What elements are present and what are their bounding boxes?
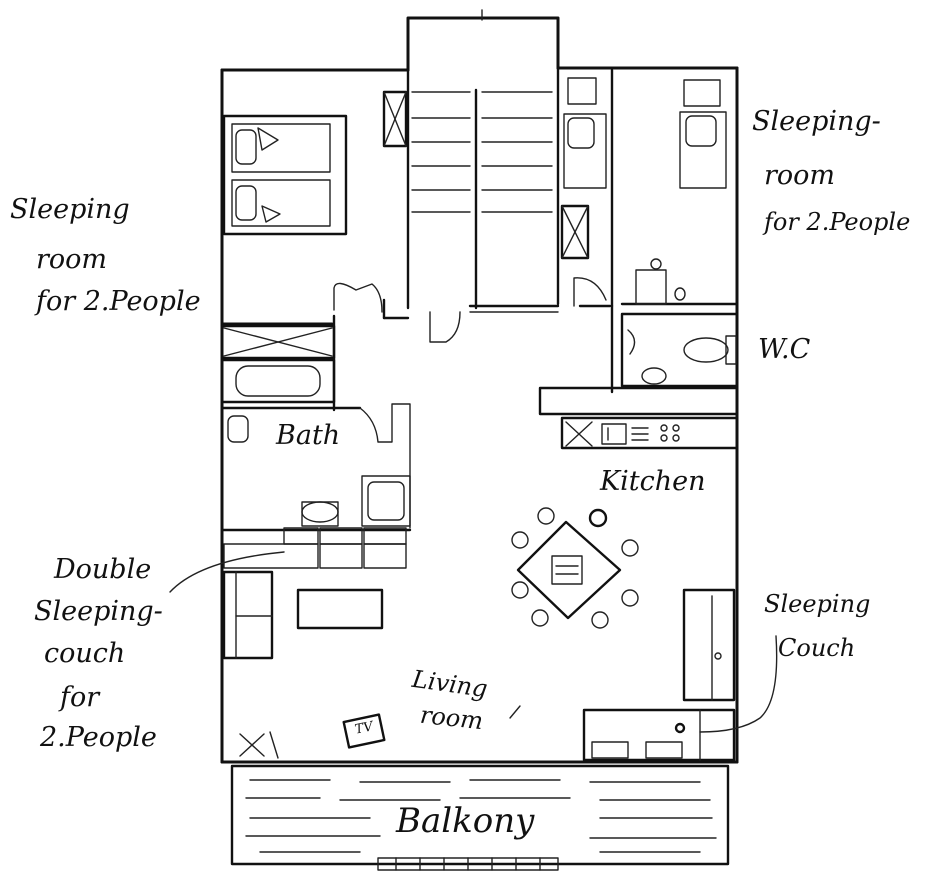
label-sleeping-right-1: Sleeping- <box>752 106 881 137</box>
label-double-couch-2: Sleeping- <box>34 596 163 627</box>
label-sleeping-couch-2: Couch <box>778 634 856 662</box>
label-sleeping-left-2: room <box>36 244 108 275</box>
kitchen-counter <box>538 386 739 450</box>
label-bath: Bath <box>276 420 341 451</box>
label-sleeping-right-3: for 2.People <box>764 208 911 236</box>
living-furniture <box>222 507 736 762</box>
wc-room <box>620 258 739 388</box>
label-balcony: Balkony <box>396 801 535 841</box>
closet-right <box>560 204 590 260</box>
bedroom-left <box>220 114 410 326</box>
closet-left <box>382 90 408 148</box>
balcony <box>230 764 730 871</box>
label-sleeping-right-2: room <box>764 160 836 191</box>
label-double-couch-4: for <box>60 682 100 713</box>
label-sleeping-left-3: for 2.People <box>36 286 201 317</box>
leader-lines <box>169 551 778 733</box>
staircase <box>406 16 560 313</box>
label-living-room-2: room <box>418 700 485 736</box>
label-tv: TV <box>353 719 375 738</box>
bathroom <box>220 314 412 532</box>
label-sleeping-left-1: Sleeping <box>10 194 130 225</box>
label-wc: W.C <box>758 334 811 365</box>
label-double-couch-5: 2.People <box>40 722 157 753</box>
hall-doors <box>429 277 614 394</box>
label-kitchen: Kitchen <box>600 466 706 497</box>
label-double-couch-1: Double <box>54 554 152 585</box>
label-double-couch-3: couch <box>44 638 126 669</box>
label-sleeping-couch-1: Sleeping <box>764 590 871 618</box>
